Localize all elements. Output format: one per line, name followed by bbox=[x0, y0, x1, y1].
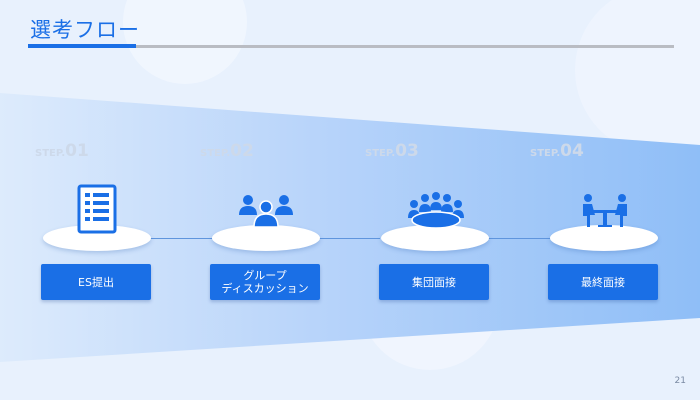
step-platform bbox=[550, 225, 658, 251]
step-label-1: STEP.01 bbox=[35, 141, 89, 161]
step-number: 03 bbox=[395, 141, 419, 161]
connector-line bbox=[488, 238, 550, 239]
group-meeting-icon bbox=[408, 192, 464, 229]
step-platform bbox=[381, 225, 489, 251]
page-title: 選考フロー bbox=[30, 18, 140, 42]
one-on-one-interview-icon bbox=[583, 194, 627, 227]
page-number: 21 bbox=[674, 376, 686, 386]
step-es-submission-button[interactable]: ES提出 bbox=[41, 264, 151, 300]
step-number: 01 bbox=[65, 141, 89, 161]
connector-line bbox=[318, 238, 380, 239]
step-word: STEP. bbox=[35, 148, 66, 159]
step-number: 02 bbox=[230, 141, 254, 161]
step-number: 04 bbox=[560, 141, 584, 161]
step-word: STEP. bbox=[200, 148, 231, 159]
step-label-3: STEP.03 bbox=[365, 141, 419, 161]
button-label-line2: ディスカッション bbox=[221, 282, 309, 295]
title-underline bbox=[28, 45, 674, 48]
button-label: ES提出 bbox=[78, 275, 114, 289]
step-final-interview-button[interactable]: 最終面接 bbox=[548, 264, 658, 300]
button-label: 集団面接 bbox=[412, 275, 456, 289]
step-label-4: STEP.04 bbox=[530, 141, 584, 161]
step-word: STEP. bbox=[365, 148, 396, 159]
step-platform bbox=[212, 225, 320, 251]
title-underline-accent bbox=[28, 44, 136, 48]
group-people-icon bbox=[239, 195, 293, 228]
document-list-icon bbox=[77, 184, 117, 234]
step-group-interview-button[interactable]: 集団面接 bbox=[379, 264, 489, 300]
connector-line bbox=[150, 238, 212, 239]
button-label: 最終面接 bbox=[581, 275, 625, 289]
step-label-2: STEP.02 bbox=[200, 141, 254, 161]
button-label-line1: グループ bbox=[243, 269, 287, 282]
step-word: STEP. bbox=[530, 148, 561, 159]
step-group-discussion-button[interactable]: グループディスカッション bbox=[210, 264, 320, 300]
button-label: グループディスカッション bbox=[221, 269, 308, 295]
